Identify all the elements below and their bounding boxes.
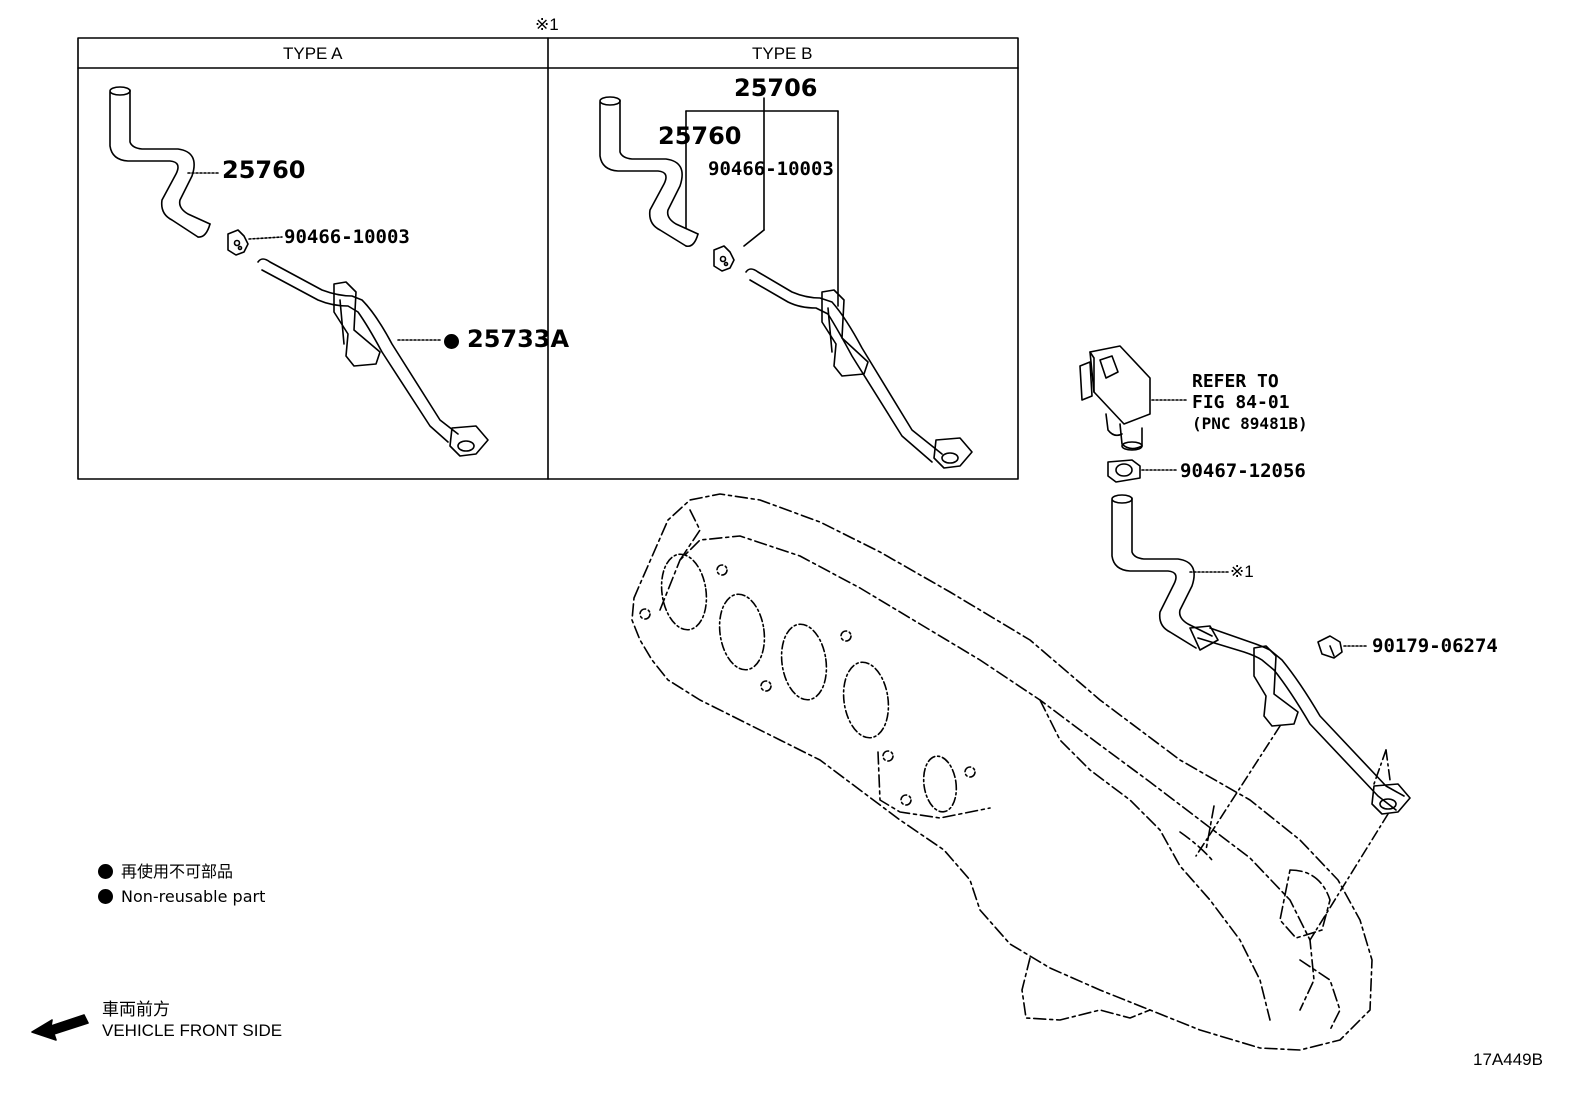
intake-manifold bbox=[631, 493, 1373, 1051]
type-a-hose bbox=[109, 86, 211, 238]
type-b-assy-leader bbox=[685, 97, 839, 307]
front-arrow-icon bbox=[31, 1014, 89, 1041]
front-jp: 車両前方 bbox=[102, 1000, 170, 1019]
refer-line2: FIG 84-01 bbox=[1192, 392, 1290, 413]
part-b-clip[interactable]: 90466-10003 bbox=[708, 158, 834, 180]
main-hose bbox=[1111, 494, 1411, 815]
type-b-header: TYPE B bbox=[752, 44, 813, 63]
front-en: VEHICLE FRONT SIDE bbox=[102, 1021, 283, 1040]
front-direction-label: 車両前方 VEHICLE FRONT SIDE bbox=[102, 999, 282, 1041]
note-mark-box: ※1 bbox=[535, 15, 559, 34]
legend-jp-text: 再使用不可部品 bbox=[121, 862, 234, 881]
type-box-frame bbox=[77, 37, 1019, 480]
legend-jp: 再使用不可部品 bbox=[98, 864, 233, 880]
refer-line3: (PNC 89481B) bbox=[1192, 414, 1308, 433]
part-b-hose[interactable]: 25760 bbox=[658, 122, 742, 150]
type-b-clip bbox=[713, 245, 735, 272]
legend-dot-icon bbox=[98, 889, 113, 904]
legend-en: Non-reusable part bbox=[98, 889, 265, 905]
part-a-clip[interactable]: 90466-10003 bbox=[284, 226, 410, 248]
refer-line1: REFER TO bbox=[1192, 371, 1279, 392]
refer-note: REFER TO FIG 84-01 (PNC 89481B) bbox=[1192, 371, 1308, 434]
non-reusable-dot-icon bbox=[444, 334, 459, 349]
part-clamp[interactable]: 90467-12056 bbox=[1180, 460, 1306, 482]
part-a-pipe-number: 25733A bbox=[467, 325, 570, 353]
hose-note-mark: ※1 bbox=[1230, 562, 1254, 581]
type-a-header: TYPE A bbox=[283, 44, 343, 63]
type-b-pipe bbox=[745, 268, 973, 469]
legend-en-text: Non-reusable part bbox=[121, 887, 266, 906]
legend-dot-icon bbox=[98, 864, 113, 879]
part-bolt[interactable]: 90179-06274 bbox=[1372, 635, 1498, 657]
type-a-pipe bbox=[257, 258, 489, 457]
type-a-clip bbox=[227, 229, 249, 256]
part-a-hose[interactable]: 25760 bbox=[222, 156, 306, 184]
bolt bbox=[1317, 635, 1343, 659]
part-a-pipe[interactable]: 25733A bbox=[444, 327, 569, 351]
install-leaders bbox=[1195, 725, 1391, 941]
figure-code: 17A449B bbox=[1473, 1050, 1543, 1069]
manifold-ports bbox=[639, 553, 976, 813]
solenoid-valve bbox=[1079, 345, 1151, 451]
hose-clamp bbox=[1107, 459, 1141, 483]
part-b-assy[interactable]: 25706 bbox=[734, 74, 818, 102]
type-b-hose bbox=[599, 96, 699, 248]
